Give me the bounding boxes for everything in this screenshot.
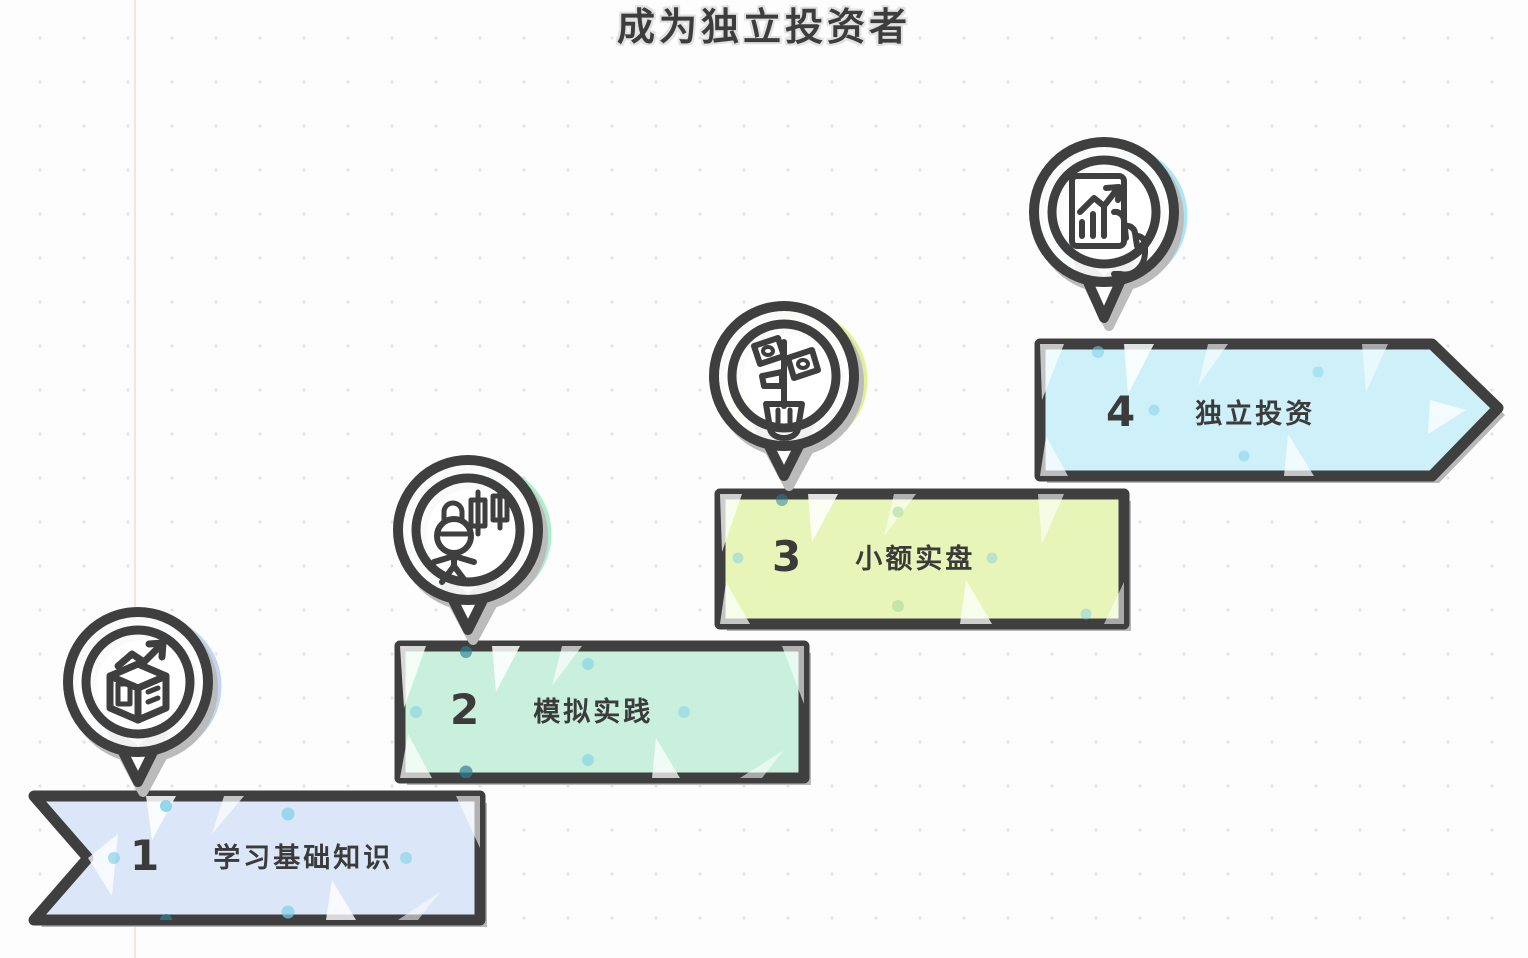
step-1-pin-ring [63,607,213,787]
step-1-pin[interactable] [56,604,232,800]
step-3-label-group: 3 小额实盘 [712,486,1132,626]
step-4-pin[interactable] [1022,134,1198,340]
step-1-number: 1 [130,830,160,880]
step-2-title: 模拟实践 [533,696,654,727]
step-1-label-group: 1 学习基础知识 [26,788,488,922]
step-2-decorations [400,646,804,778]
step-1-shape [28,790,486,926]
person-candlestick-chart-icon [431,487,510,585]
step-2-pin[interactable] [386,452,562,648]
step-4-number: 4 [1106,386,1136,436]
step-3-pin[interactable] [702,298,878,494]
step-4-banner[interactable]: 4 独立投资 [1032,336,1512,486]
step-1-decorations [88,796,480,920]
book-growth-arrow-icon [106,639,170,724]
step-4-title: 独立投资 [1195,398,1316,429]
step-2-label-group: 2 模拟实践 [392,638,812,780]
step-3-decorations [720,494,1124,624]
page-title: 成为独立投资者 [616,7,911,49]
step-4-decorations [1040,344,1466,476]
step-2-number: 2 [450,684,480,734]
hand-holding-report-icon [1069,173,1149,278]
step-3-number: 3 [772,531,802,581]
step-2-shape [394,640,810,784]
step-3-title: 小额实盘 [855,543,976,574]
step-3-banner[interactable]: 3 小额实盘 [712,486,1132,631]
guide-line [131,0,139,958]
step-1-title: 学习基础知识 [213,842,394,873]
step-3-shape [714,488,1130,630]
step-2-banner[interactable]: 2 模拟实践 [392,638,812,785]
step-4-label-group: 4 独立投资 [1032,336,1512,486]
money-plant-icon [751,335,821,441]
step-1-banner[interactable]: 1 学习基础知识 [26,788,488,927]
